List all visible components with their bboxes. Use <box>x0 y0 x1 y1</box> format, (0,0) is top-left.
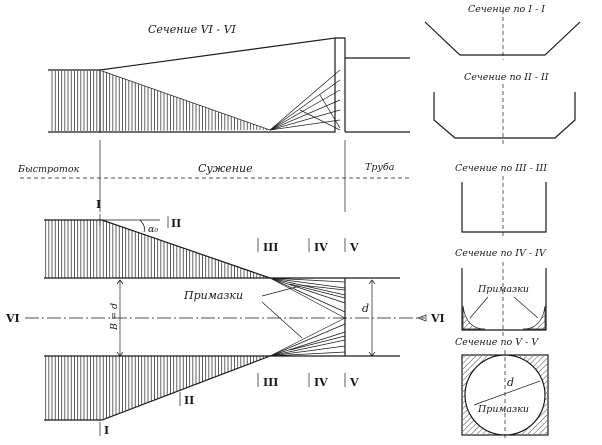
section-i-title: Сечение по I - I <box>468 4 545 15</box>
plan-view: α₀ VI VI B = d <box>5 214 445 437</box>
section-iv-fill-right <box>522 305 546 330</box>
marker-ii-top: II <box>171 217 181 230</box>
section-iv-title: Сечение по IV - IV <box>455 248 547 259</box>
section-v-corners <box>463 355 547 435</box>
marker-v-top: V <box>349 241 359 254</box>
section-vi-vi-view: Сечение VI - VI <box>48 23 410 133</box>
top-bottom-fill <box>50 71 102 131</box>
marker-i-bottom: I <box>104 424 109 437</box>
section-iv-fill-left <box>462 305 486 330</box>
primazki-label: Примазки <box>183 289 243 302</box>
section-v-v: Сечение по V - V d Примазки <box>455 337 549 440</box>
vi-right-label: VI <box>430 312 445 325</box>
b-eq-d-label: B = d <box>109 303 120 331</box>
plan-upper-fan <box>269 277 346 319</box>
section-v-note: Примазки <box>477 404 529 415</box>
suzhenie-label: Сужение <box>198 162 253 175</box>
top-fan <box>269 69 341 131</box>
section-iii-title: Сечение по III - III <box>455 163 547 174</box>
marker-iii-bottom: III <box>263 376 278 389</box>
vi-left-label: VI <box>5 312 20 325</box>
truba-label: Труба <box>365 162 395 173</box>
plan-lower-fill <box>44 356 270 420</box>
marker-ii-bottom: II <box>184 394 194 407</box>
marker-iii-top: III <box>263 241 278 254</box>
marker-iv-top: IV <box>314 241 328 254</box>
section-iii-iii: Сечение по III - III <box>455 163 547 238</box>
plan-upper-fill <box>44 220 270 278</box>
section-iv-note: Примазки <box>477 284 529 295</box>
zones-dimension: Быстроток Сужение Труба I <box>17 140 410 212</box>
section-iv-iv: Сечение по IV - IV Примазки <box>455 248 547 336</box>
section-v-title: Сечение по V - V <box>455 337 539 348</box>
marker-iv-bottom: IV <box>314 376 328 389</box>
marker-i-top: I <box>96 198 101 211</box>
section-ii-title: Сечение по II - II <box>464 72 549 83</box>
alpha-label: α₀ <box>148 224 158 235</box>
top-section-title: Сечение VI - VI <box>148 23 237 36</box>
d-label: d <box>362 302 369 315</box>
section-v-dim: d <box>507 376 514 389</box>
plan-lower-fan <box>269 317 346 357</box>
section-i-i: Сечение по I - I <box>424 4 581 60</box>
marker-v-bottom: V <box>349 376 359 389</box>
bystrotok-label: Быстроток <box>17 164 80 175</box>
section-ii-ii: Сечение по II - II <box>433 72 576 145</box>
